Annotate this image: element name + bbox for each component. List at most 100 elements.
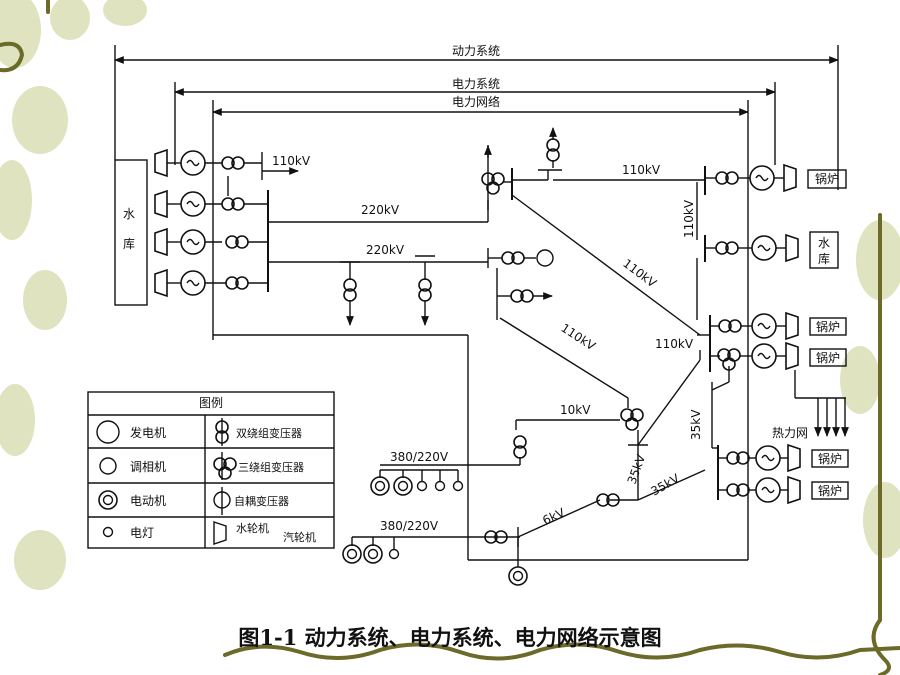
motor-icon: [98, 490, 118, 510]
transformer-icon: [221, 156, 245, 170]
voltage-label-35kv: 35kV: [625, 452, 649, 486]
turbine-icon: [213, 521, 227, 545]
voltage-label-380-220v: 380/220V: [380, 519, 439, 533]
voltage-label-110kv: 110kV: [272, 154, 311, 168]
right-thermal-plant-middle: [697, 312, 847, 398]
lamp-icon: [416, 480, 428, 492]
lamp-icon: [388, 548, 400, 560]
legend-label-steam-turbine: 汽轮机: [283, 530, 316, 544]
hydro-turbine-icon: [785, 234, 799, 262]
electric-network-label: 电力网络: [452, 94, 500, 109]
voltage-label-35kv: 35kV: [689, 409, 703, 440]
generator-icon: [749, 165, 775, 191]
steam-turbine-icon: [785, 342, 799, 370]
legend-title: 图例: [199, 396, 223, 410]
motor-icon: [363, 544, 383, 564]
motor-icon: [393, 476, 413, 496]
legend-label-hydro-turbine: 水轮机: [236, 521, 269, 535]
reservoir-left-char-1: 水: [123, 207, 135, 221]
transformer-icon: [546, 138, 560, 162]
generator-icon: [751, 343, 777, 369]
generator-icon: [180, 150, 206, 176]
lamp-icon: [434, 480, 446, 492]
boiler-box: [811, 449, 849, 468]
left-hydro-plant: [154, 149, 299, 297]
generator-icon: [751, 235, 777, 261]
steam-turbine-icon: [783, 164, 797, 192]
reservoir-left-char-2: 库: [123, 236, 135, 251]
line-220kv-lower: [268, 248, 554, 326]
line-110kv-lower-diagonal: [499, 317, 629, 399]
three-winding-transformer-icon: [213, 457, 237, 480]
lower-substation: [380, 350, 701, 501]
heat-network-arrows: [794, 370, 849, 437]
line-110kv-diagonal: [511, 194, 701, 336]
voltage-label-220kv: 220kV: [366, 243, 405, 257]
legend: [87, 391, 335, 549]
voltage-label-220kv: 220kV: [361, 203, 400, 217]
legend-label-two-winding-transformer: 双绕组变压器: [236, 426, 302, 440]
power-system-span: [114, 45, 839, 190]
transformer-icon: [343, 278, 357, 302]
legend-label-lamp: 电灯: [130, 526, 154, 540]
synchronous-condenser-icon: [536, 249, 554, 267]
figure-caption: 图1-1 动力系统、电力系统、电力网络示意图: [238, 625, 662, 650]
lamp-icon: [452, 480, 464, 492]
generator-icon: [180, 229, 206, 255]
transformer-icon: [715, 241, 739, 255]
hydro-turbine-icon: [154, 228, 168, 256]
legend-label-motor: 电动机: [130, 494, 166, 508]
steam-turbine-icon: [785, 312, 799, 340]
steam-turbine-icon: [787, 476, 801, 504]
boiler-box: [807, 169, 847, 189]
steam-turbine-icon: [787, 444, 801, 472]
hydro-turbine-icon: [154, 269, 168, 297]
voltage-label-110kv: 110kV: [622, 163, 661, 177]
generator-icon: [755, 477, 781, 503]
transformer-icon: [221, 197, 245, 211]
electric-system-span: [174, 82, 776, 165]
motor-icon: [508, 566, 528, 586]
legend-label-three-winding-transformer: 三绕组变压器: [238, 460, 304, 474]
voltage-label-110kv: 110kV: [682, 199, 696, 238]
boiler-box: [809, 317, 847, 336]
reservoir-right-box: [809, 231, 839, 269]
voltage-label-110kv: 110kV: [558, 321, 598, 354]
autotransformer-icon: [213, 491, 231, 509]
reservoir-left-box: [114, 159, 148, 306]
voltage-label-35kv: 35kV: [649, 471, 683, 499]
load-group-upper: [370, 469, 464, 496]
three-winding-transformer-icon: [620, 408, 644, 431]
boiler-box: [809, 348, 847, 367]
transformer-icon: [501, 251, 525, 265]
motor-icon: [342, 544, 362, 564]
transformer-icon: [510, 289, 534, 303]
boiler-box: [811, 481, 849, 500]
transformer-icon: [418, 278, 432, 302]
boiler-label: 锅炉: [816, 350, 840, 365]
transformer-icon: [715, 171, 739, 185]
voltage-label-110kv: 110kV: [655, 337, 694, 351]
right-thermal-plant-top: [696, 164, 847, 240]
transformer-icon: [513, 435, 527, 459]
generator-icon: [96, 420, 120, 444]
power-system-label: 动力系统: [452, 44, 500, 58]
electric-system-label: 电力系统: [452, 77, 500, 91]
voltage-label-10kv: 10kV: [560, 403, 591, 417]
transformer-icon: [726, 451, 750, 465]
transformer-icon: [718, 319, 742, 333]
hydro-turbine-icon: [154, 149, 168, 177]
transformer-icon: [726, 483, 750, 497]
voltage-label-380-220v: 380/220V: [390, 450, 449, 464]
heat-network-label: 热力网: [772, 426, 808, 440]
load-group-lower: [342, 493, 620, 586]
central-substation: [481, 127, 705, 210]
boiler-label: 锅炉: [816, 319, 840, 334]
generator-icon: [751, 313, 777, 339]
electric-network-span: [212, 100, 749, 560]
legend-label-generator: 发电机: [130, 425, 166, 440]
voltage-label-6kv: 6kV: [540, 505, 567, 528]
legend-label-condenser: 调相机: [130, 460, 166, 474]
synchronous-condenser-icon: [99, 457, 117, 475]
